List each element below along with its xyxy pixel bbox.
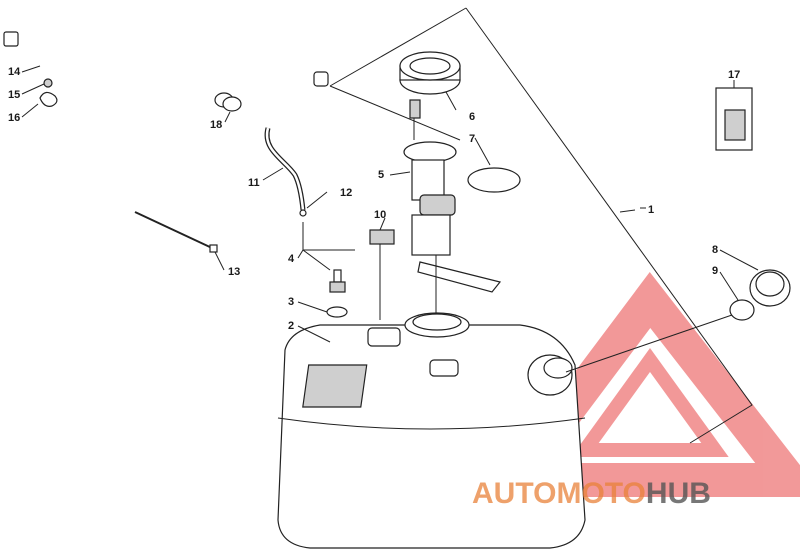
callout-17: 17	[728, 69, 740, 81]
fuel-tank	[277, 312, 586, 549]
watermark-triangle-outer	[481, 271, 800, 497]
callout-11: 11	[248, 177, 260, 189]
kit-bracket	[329, 7, 753, 444]
callout-10: 10	[374, 209, 386, 221]
fuel-hose	[3, 31, 461, 141]
callout-14: 14	[8, 66, 21, 78]
pump-gasket	[467, 167, 521, 193]
watermark-text: AUTOMOTOHUB	[472, 477, 711, 510]
watermark-logo	[481, 271, 800, 497]
band-clamp	[214, 92, 242, 112]
grommet	[326, 306, 348, 318]
callout-6: 6	[469, 111, 475, 123]
clamp-body	[39, 91, 58, 107]
svg-text:AUTOMOTOHUB: AUTOMOTOHUB	[472, 477, 711, 510]
callout-15: 15	[8, 89, 20, 101]
callout-5: 5	[378, 169, 384, 181]
callout-labels: 1 2 3 4 5 6 7 8 9 10 11 12 13 14 15 16 1…	[8, 66, 740, 332]
vent-hose	[264, 127, 307, 217]
cap-gasket	[729, 299, 755, 321]
foam-pad	[369, 229, 395, 320]
inset-box	[715, 87, 753, 151]
fuel-cap	[565, 269, 791, 373]
watermark-hub: HUB	[646, 477, 711, 510]
tank-label-plate	[302, 364, 368, 408]
hose-fitting-right	[313, 71, 329, 87]
lock-ring	[399, 51, 461, 95]
watermark-moto: MOTO	[556, 477, 645, 510]
callout-18: 18	[210, 119, 222, 131]
hose-fitting-left	[3, 31, 19, 47]
watermark-triangle-inner	[571, 348, 729, 457]
callout-2: 2	[288, 320, 294, 332]
callout-8: 8	[712, 244, 718, 256]
clamp-screw	[43, 78, 53, 88]
leader-lines	[21, 65, 759, 343]
callout-1: 1	[648, 204, 654, 216]
fuel-pump-assembly	[403, 99, 502, 332]
callout-9: 9	[712, 265, 718, 277]
cable-tie	[134, 211, 218, 253]
callout-3: 3	[288, 296, 294, 308]
callout-16: 16	[8, 112, 20, 124]
callout-4: 4	[288, 253, 295, 265]
hose-clamp	[39, 78, 58, 107]
watermark-auto: AUTO	[472, 477, 556, 510]
callout-12: 12	[340, 187, 352, 199]
callout-13: 13	[228, 266, 240, 278]
callout-7: 7	[469, 133, 475, 145]
